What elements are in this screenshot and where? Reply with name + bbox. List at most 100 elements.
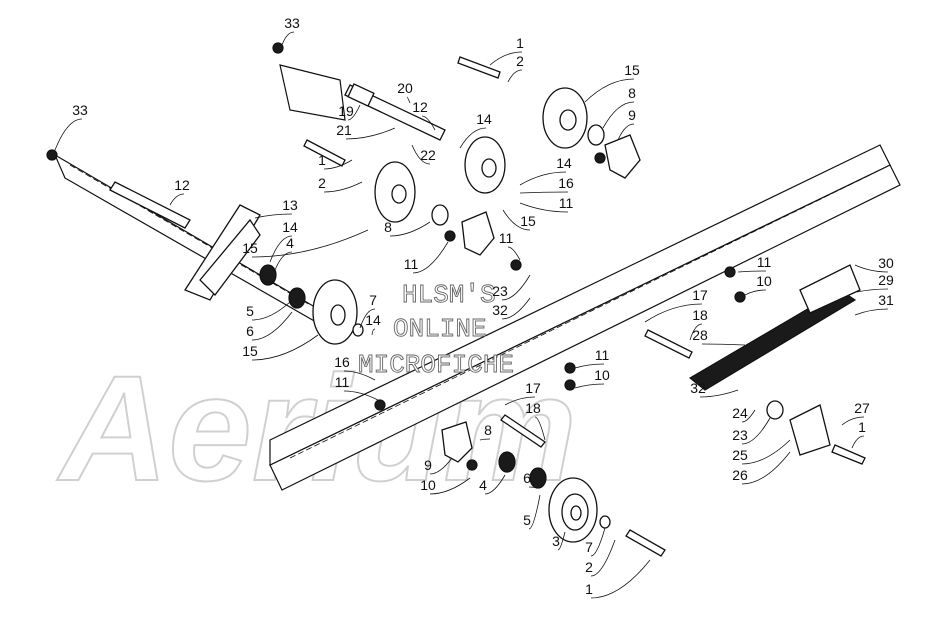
- callout-leader-line: [269, 235, 293, 263]
- callout-number-16: 16: [558, 175, 574, 191]
- callout-number-26: 26: [732, 467, 748, 483]
- callout-leader-line: [574, 363, 605, 369]
- callout-leader-line: [617, 123, 635, 141]
- callout-leader-line: [504, 396, 536, 406]
- callout-leader-line: [557, 531, 566, 551]
- callout-number-10: 10: [594, 367, 610, 383]
- callout-leader-line: [574, 383, 605, 389]
- callout-number-27: 27: [854, 400, 870, 416]
- callout-leader-line: [411, 144, 431, 165]
- callout-number-4: 4: [286, 235, 294, 251]
- idler-wheel-front: [312, 279, 358, 345]
- callout-leader-line: [281, 31, 295, 46]
- callout-leader-line: [590, 527, 606, 557]
- callout-number-8: 8: [628, 85, 636, 101]
- callout-number-1: 1: [318, 152, 326, 168]
- callout-leader-line: [856, 288, 889, 293]
- callout-number-33: 33: [72, 102, 88, 118]
- pivot-arm-bracket-lower: [441, 421, 473, 463]
- callout-number-14: 14: [365, 312, 381, 328]
- callout-leader-line: [528, 486, 539, 489]
- callout-number-11: 11: [757, 254, 772, 270]
- scissor-link-arm: [688, 264, 861, 391]
- callout-number-2: 2: [318, 175, 326, 191]
- callout-number-4: 4: [479, 477, 487, 493]
- left-skid-rail: [269, 144, 901, 491]
- callout-leader-line: [412, 241, 449, 274]
- callout-leader-line: [274, 251, 293, 271]
- callout-leader-line: [254, 213, 293, 219]
- callout-number-8: 8: [484, 422, 492, 438]
- callout-leader-line: [479, 438, 491, 441]
- callout-labels: 3333121589201219212214121416111213144158…: [54, 15, 894, 599]
- callout-leader-line: [854, 264, 889, 273]
- callout-number-14: 14: [556, 155, 572, 171]
- callout-leader-line: [689, 323, 703, 341]
- callout-number-1: 1: [585, 581, 593, 597]
- callout-number-9: 9: [628, 107, 636, 123]
- callout-number-13: 13: [282, 197, 298, 213]
- callout-leader-line: [343, 370, 376, 381]
- callout-number-9: 9: [424, 457, 432, 473]
- callout-leader-line: [343, 390, 379, 401]
- callout-leader-line: [459, 127, 487, 149]
- callout-leader-line: [169, 193, 185, 206]
- callout-leader-line: [54, 118, 83, 151]
- nut-group: [46, 42, 746, 471]
- callout-number-11: 11: [335, 374, 350, 390]
- callout-number-15: 15: [242, 240, 258, 256]
- callout-leader-line: [484, 474, 506, 495]
- idler-wheel-upper-middle: [464, 136, 506, 194]
- callout-leader-line: [528, 494, 541, 530]
- pivot-arm-bracket-middle: [461, 211, 495, 256]
- callout-number-29: 29: [878, 272, 894, 288]
- front-shaft: [109, 181, 191, 229]
- upper-shaft: [344, 83, 446, 141]
- callout-number-10: 10: [420, 477, 436, 493]
- upper-frame-bracket: [279, 64, 346, 121]
- watermark-line-1: HLSM'S: [402, 280, 496, 310]
- callout-number-18: 18: [692, 307, 708, 323]
- callout-number-6: 6: [523, 470, 531, 486]
- callout-number-15: 15: [242, 343, 258, 359]
- callout-number-11: 11: [595, 347, 610, 363]
- idler-wheel-middle-left: [374, 161, 416, 223]
- callout-leader-line: [429, 457, 453, 475]
- callout-leader-line: [323, 159, 353, 170]
- callout-leader-line: [741, 417, 771, 445]
- callout-leader-line: [534, 416, 546, 441]
- callout-leader-line: [323, 181, 363, 193]
- callout-leader-line: [251, 301, 291, 321]
- callout-number-32: 32: [690, 380, 706, 396]
- callout-leader-line: [737, 270, 767, 273]
- callout-number-18: 18: [525, 400, 541, 416]
- callout-leader-line: [602, 101, 635, 129]
- callout-number-16: 16: [334, 354, 350, 370]
- callout-number-23: 23: [732, 427, 748, 443]
- callout-leader-line: [502, 209, 531, 231]
- callout-leader-line: [519, 171, 567, 186]
- callout-number-25: 25: [732, 447, 748, 463]
- callout-number-12: 12: [174, 177, 190, 193]
- callout-leader-line: [841, 416, 865, 426]
- callout-leader-line: [429, 477, 471, 495]
- callout-leader-line: [590, 539, 616, 577]
- rear-link-block: [789, 404, 831, 456]
- callout-number-28: 28: [692, 327, 708, 343]
- idler-wheel-upper-right: [542, 87, 588, 149]
- callout-number-24: 24: [732, 405, 748, 421]
- callout-number-1: 1: [516, 35, 524, 51]
- callout-number-1: 1: [858, 419, 866, 435]
- callout-leader-line: [519, 191, 569, 194]
- callout-leader-line: [584, 78, 635, 103]
- callout-leader-line: [854, 308, 889, 316]
- callout-number-33: 33: [284, 15, 300, 31]
- callout-leader-line: [345, 127, 396, 140]
- callout-leader-line: [421, 115, 436, 131]
- callout-number-22: 22: [420, 147, 436, 163]
- callout-leader-line: [251, 229, 369, 258]
- callout-leader-line: [701, 343, 746, 346]
- callout-number-19: 19: [338, 103, 354, 119]
- callout-number-23: 23: [492, 283, 508, 299]
